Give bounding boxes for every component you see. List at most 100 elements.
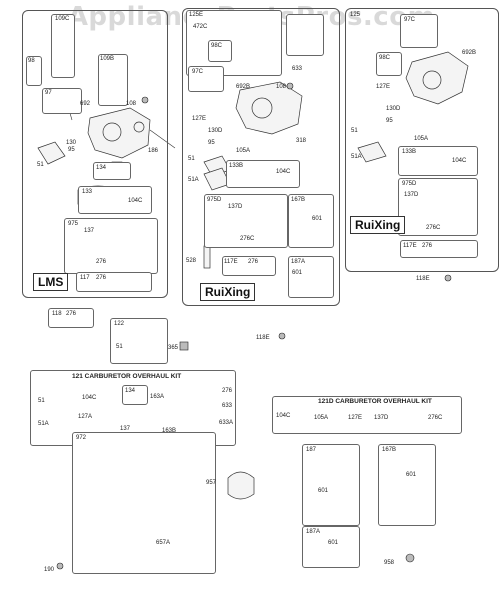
cap-957-shape: [227, 471, 255, 500]
label-633a: 633: [292, 66, 303, 72]
label-127e-b: 127E: [376, 84, 391, 90]
label-51d: 51: [116, 344, 123, 350]
box-125e: [186, 10, 282, 76]
label-118e-b: 118E: [256, 335, 270, 341]
label-975a: 975: [68, 221, 79, 227]
label-134a: 134: [96, 165, 107, 171]
label-kitd-276c: 276C: [428, 415, 443, 421]
label-97c-a: 97C: [192, 69, 204, 75]
label-kit-163a: 163A: [150, 394, 165, 400]
label-98: 98: [28, 58, 35, 64]
label-601e: 601: [328, 540, 339, 546]
box-109c: [51, 14, 75, 78]
label-601d: 601: [406, 472, 417, 478]
label-276e: 276: [66, 311, 77, 317]
label-692b-a: 692B: [236, 84, 251, 90]
label-130a: 130: [66, 140, 77, 146]
box-98c-a: [208, 40, 232, 62]
box-98: [26, 56, 42, 86]
label-657a: 657A: [156, 540, 171, 546]
label-601a: 601: [312, 216, 323, 222]
label-kit-51a: 51A: [38, 421, 49, 427]
label-137d-b: 137D: [404, 192, 419, 198]
kit-121d-header: 121D CARBURETOR OVERHAUL KIT: [318, 398, 432, 405]
label-276a: 276: [96, 259, 107, 265]
label-kit-137: 137: [120, 426, 131, 432]
label-187: 187: [306, 447, 317, 453]
box-97c-b: [400, 14, 438, 48]
box-kit-121d: [272, 396, 462, 434]
label-kitd-104c: 104C: [276, 413, 291, 419]
label-318: 318: [296, 138, 307, 144]
label-51b: 51: [188, 156, 195, 162]
label-98c-b: 98C: [379, 55, 391, 61]
box-187a-b: [302, 526, 360, 568]
box-133: [78, 186, 152, 214]
label-108b: 108: [276, 84, 287, 90]
label-51a: 51: [37, 162, 44, 168]
label-kitd-127e: 127E: [348, 415, 363, 421]
box-118: [48, 308, 94, 328]
gasket-51-shape: [37, 141, 66, 165]
label-51a-b: 51A: [351, 154, 362, 160]
label-528: 528: [186, 258, 197, 264]
label-133a: 133: [82, 189, 93, 195]
label-276c-b: 276C: [426, 225, 441, 231]
label-97: 97: [45, 90, 52, 96]
kit-121-header: 121 CARBURETOR OVERHAUL KIT: [72, 373, 182, 380]
label-104cc: 104C: [452, 158, 467, 164]
label-118: 118: [52, 311, 62, 317]
label-117e-b: 117E: [403, 243, 417, 249]
label-kit-633: 633: [222, 403, 233, 409]
label-51a-a: 51A: [188, 177, 199, 183]
label-958: 958: [384, 560, 395, 566]
label-975d-b: 975D: [402, 181, 417, 187]
box-117: [76, 272, 152, 292]
box-975d-a: [204, 194, 288, 248]
label-133b-b: 133B: [402, 149, 417, 155]
brand-ruixing-a-badge: RuiXing: [200, 283, 256, 301]
box-187a-a: [288, 256, 334, 298]
box-133b-b: [398, 146, 478, 176]
label-472c: 472C: [193, 24, 208, 30]
panel-ruixing-b: [345, 8, 499, 272]
label-117a: 117: [80, 275, 90, 281]
label-692b-b: 692B: [462, 50, 477, 56]
label-276c: 276: [248, 259, 259, 265]
box-972: [72, 432, 216, 574]
label-125e: 125E: [189, 12, 204, 18]
label-kit-633a: 633A: [219, 420, 234, 426]
label-276c-a: 276C: [240, 236, 255, 242]
label-104ca: 104C: [128, 198, 143, 204]
box-975: [64, 218, 158, 274]
label-365: 365: [168, 345, 179, 351]
box-kit-134: [122, 385, 148, 405]
label-108a: 108: [126, 101, 137, 107]
label-167b-a: 167B: [291, 197, 306, 203]
label-kit-163b: 163B: [162, 428, 177, 434]
box-633-cap: [286, 14, 324, 56]
label-kit-134: 134: [125, 388, 136, 394]
box-97c-a: [188, 66, 224, 92]
box-122: [110, 318, 168, 364]
label-276b: 276: [96, 275, 107, 281]
box-97: [42, 88, 82, 114]
label-kitd-137d: 137D: [374, 415, 389, 421]
label-105a-a: 105A: [236, 148, 251, 154]
box-167b-a: [288, 194, 334, 248]
brand-lms-badge: LMS: [33, 273, 69, 291]
label-kit-104c: 104C: [82, 395, 97, 401]
label-kitd-105a: 105A: [314, 415, 329, 421]
label-972: 972: [76, 435, 87, 441]
panel-ruixing-a: [182, 8, 340, 306]
label-118e-a: 118E: [416, 276, 430, 282]
label-137d-a: 137D: [228, 204, 243, 210]
label-105a-b: 105A: [414, 136, 429, 142]
label-117e-a: 117E: [224, 259, 238, 265]
label-137a: 137: [84, 228, 95, 234]
label-957: 957: [206, 480, 217, 486]
label-kit-276: 276: [222, 388, 233, 394]
label-109b: 109B: [100, 56, 115, 62]
box-133b-a: [226, 160, 300, 188]
